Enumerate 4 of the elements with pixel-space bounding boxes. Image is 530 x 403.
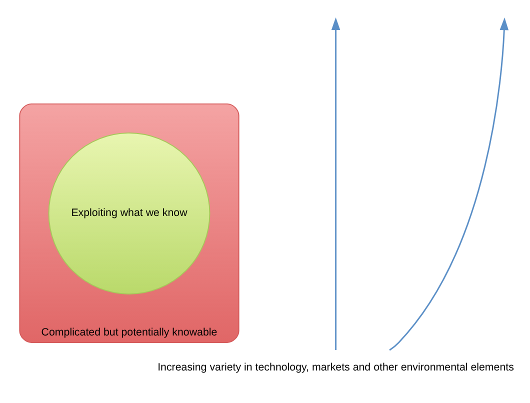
node-circle: Exploiting what we know — [48, 132, 210, 294]
arrow — [331, 16, 340, 350]
arrow — [389, 17, 509, 350]
node-text: Increasing variety in technology, markets and other environmental elements — [158, 360, 514, 373]
